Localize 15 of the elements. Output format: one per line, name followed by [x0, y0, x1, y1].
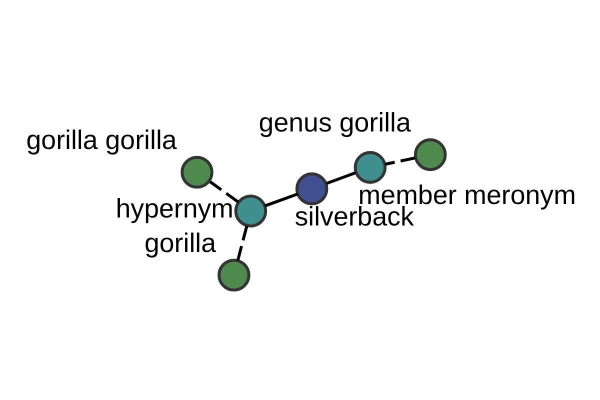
- node-circle: [180, 156, 214, 189]
- node-circle: [218, 258, 250, 292]
- node-label: hypernym: [116, 194, 234, 224]
- connector: [264, 192, 298, 208]
- connector: [236, 226, 248, 261]
- node-label: genus gorilla: [258, 107, 411, 138]
- connector: [209, 180, 240, 204]
- node-label: gorilla gorilla: [26, 124, 177, 155]
- node-label: gorilla: [144, 228, 216, 258]
- connector: [384, 156, 416, 166]
- node-circle: [234, 194, 268, 228]
- node-circle: [414, 138, 447, 172]
- node-circle: [295, 172, 328, 206]
- node-circle: [354, 151, 387, 184]
- connector: [326, 171, 356, 185]
